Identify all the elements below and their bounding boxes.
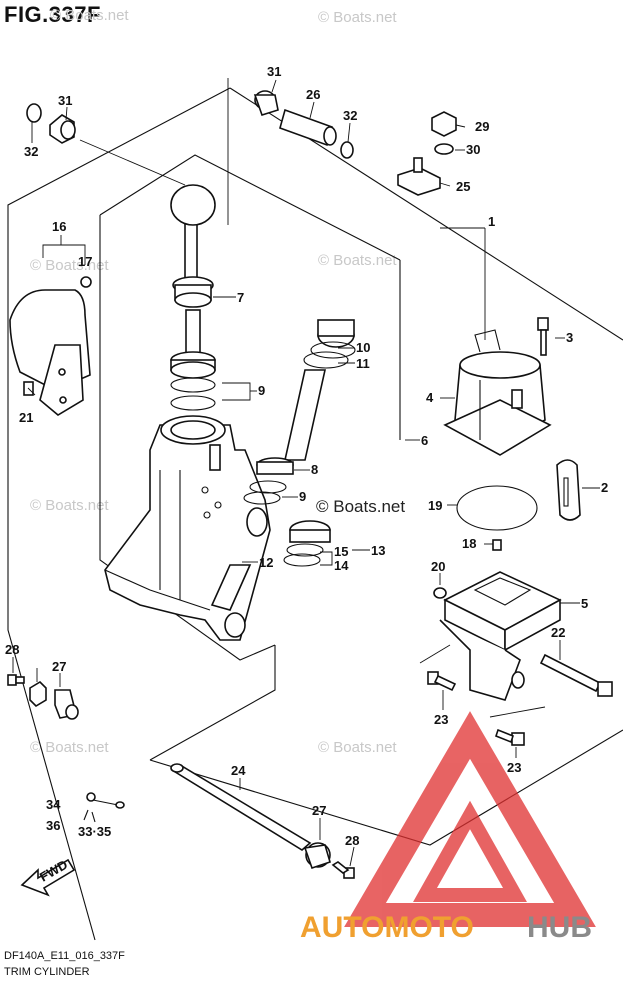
callout-29: 29	[475, 119, 489, 134]
watermark: © Boats.net	[30, 257, 109, 274]
callout-labels: 1 2 3 4 5 6 7 8 9 9 10 11 12 13 14 15 16…	[5, 64, 608, 848]
fwd-arrow-icon: FWD	[20, 857, 76, 897]
assembly-frame	[7, 78, 623, 941]
figure-code: DF140A_E11_016_337F	[4, 950, 125, 962]
piston-seals-13-14-15	[283, 520, 331, 567]
callout-28: 28	[345, 833, 359, 848]
figure-caption: TRIM CYLINDER	[4, 966, 90, 978]
callout-20: 20	[431, 559, 445, 574]
trim-motor-4	[443, 329, 552, 456]
callout-2: 2	[601, 480, 608, 495]
callout-28: 28	[5, 642, 19, 657]
bracket-2	[556, 459, 581, 521]
brand-text-hub: HUB	[527, 911, 592, 944]
leader-lines	[12, 79, 600, 867]
callout-34: 34	[46, 797, 61, 812]
callout-27: 27	[312, 803, 326, 818]
callout-18: 18	[462, 536, 476, 551]
rod-12-with-seals	[210, 319, 356, 611]
watermark: © Boats.net	[30, 739, 109, 756]
seal-rings-9	[170, 351, 216, 411]
callout-33-35: 33·35	[78, 824, 111, 839]
boats-net-watermark: © Boats.net	[316, 497, 405, 516]
bolts-22-23	[419, 644, 613, 746]
callout-22: 22	[551, 625, 565, 640]
callout-21: 21	[19, 410, 33, 425]
callout-4: 4	[426, 390, 434, 405]
callout-5: 5	[581, 596, 588, 611]
callout-10: 10	[356, 340, 370, 355]
callout-12: 12	[259, 555, 273, 570]
o-ring-19	[456, 485, 538, 551]
callout-9: 9	[258, 383, 265, 398]
ground-wire	[83, 792, 125, 823]
automotohub-triangle-logo	[344, 711, 596, 927]
callout-16: 16	[52, 219, 66, 234]
callout-23: 23	[507, 760, 521, 775]
watermark: © Boats.net	[318, 9, 397, 26]
callout-23: 23	[434, 712, 448, 727]
trim-rod-7	[170, 184, 216, 356]
callout-24: 24	[231, 763, 246, 778]
watermark: © Boats.net	[318, 739, 397, 756]
callout-14: 14	[334, 558, 349, 573]
callout-17: 17	[78, 254, 92, 269]
callout-1: 1	[488, 214, 495, 229]
callout-3: 3	[566, 330, 573, 345]
brand-text-automoto: AUTOMOTO	[300, 911, 474, 944]
pump-block-5	[433, 571, 562, 701]
callout-6: 6	[421, 433, 428, 448]
pin-24-assembly	[170, 763, 355, 879]
callout-27: 27	[52, 659, 66, 674]
callout-7: 7	[237, 290, 244, 305]
callout-32: 32	[343, 108, 357, 123]
callout-32: 32	[24, 144, 38, 159]
callout-11: 11	[356, 356, 370, 371]
cover-part-16	[9, 235, 92, 416]
callout-30: 30	[466, 142, 480, 157]
callout-31: 31	[267, 64, 281, 79]
pin-26-assembly	[253, 90, 354, 159]
figure-title: FIG.337F	[4, 2, 101, 27]
callout-8: 8	[311, 462, 318, 477]
watermark: © Boats.net	[50, 7, 129, 24]
watermark: © Boats.net	[30, 497, 109, 514]
callout-15: 15	[334, 544, 348, 559]
nut-29-washer-30-bracket-25	[397, 111, 457, 196]
pin-fasteners-left	[7, 674, 79, 720]
callout-31: 31	[58, 93, 72, 108]
watermark: © Boats.net	[318, 252, 397, 269]
bolt-3	[537, 317, 549, 356]
callout-25: 25	[456, 179, 470, 194]
callout-13: 13	[371, 543, 385, 558]
callout-9: 9	[299, 489, 306, 504]
callout-36: 36	[46, 818, 60, 833]
callout-19: 19	[428, 498, 442, 513]
callout-26: 26	[306, 87, 320, 102]
bushing-31-left	[26, 103, 76, 144]
faint-watermarks: © Boats.net © Boats.net © Boats.net © Bo…	[30, 7, 397, 756]
cylinder-body	[104, 415, 271, 641]
